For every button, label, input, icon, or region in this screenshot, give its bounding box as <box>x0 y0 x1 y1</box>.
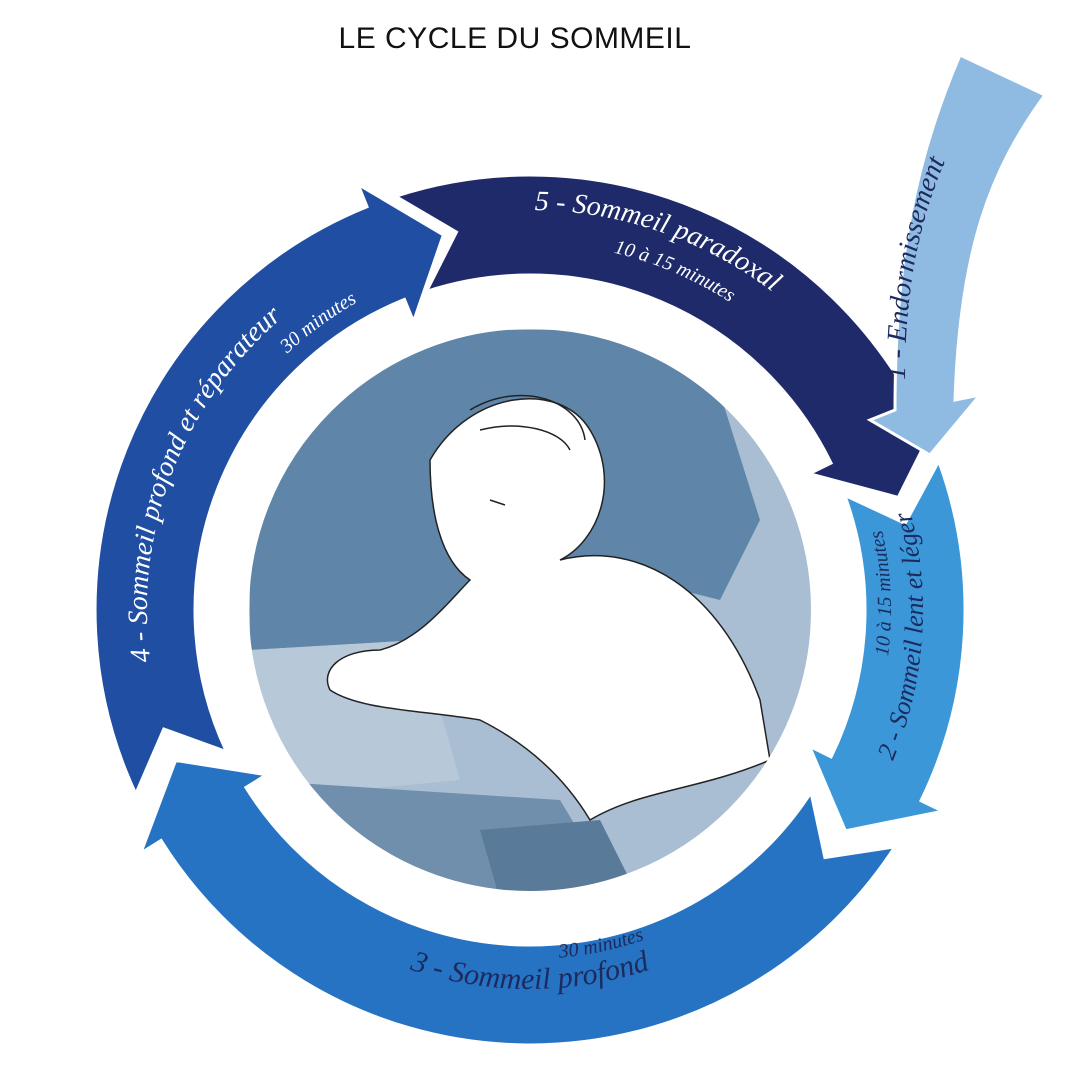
stage-1-arrow <box>866 52 1048 457</box>
stage-4-arrow <box>93 180 446 798</box>
sleeping-child-illustration <box>248 328 812 892</box>
stage-2-arrow <box>806 457 967 833</box>
diagram-title: LE CYCLE DU SOMMEIL <box>338 22 692 55</box>
stage-3-arrow <box>137 758 898 1047</box>
